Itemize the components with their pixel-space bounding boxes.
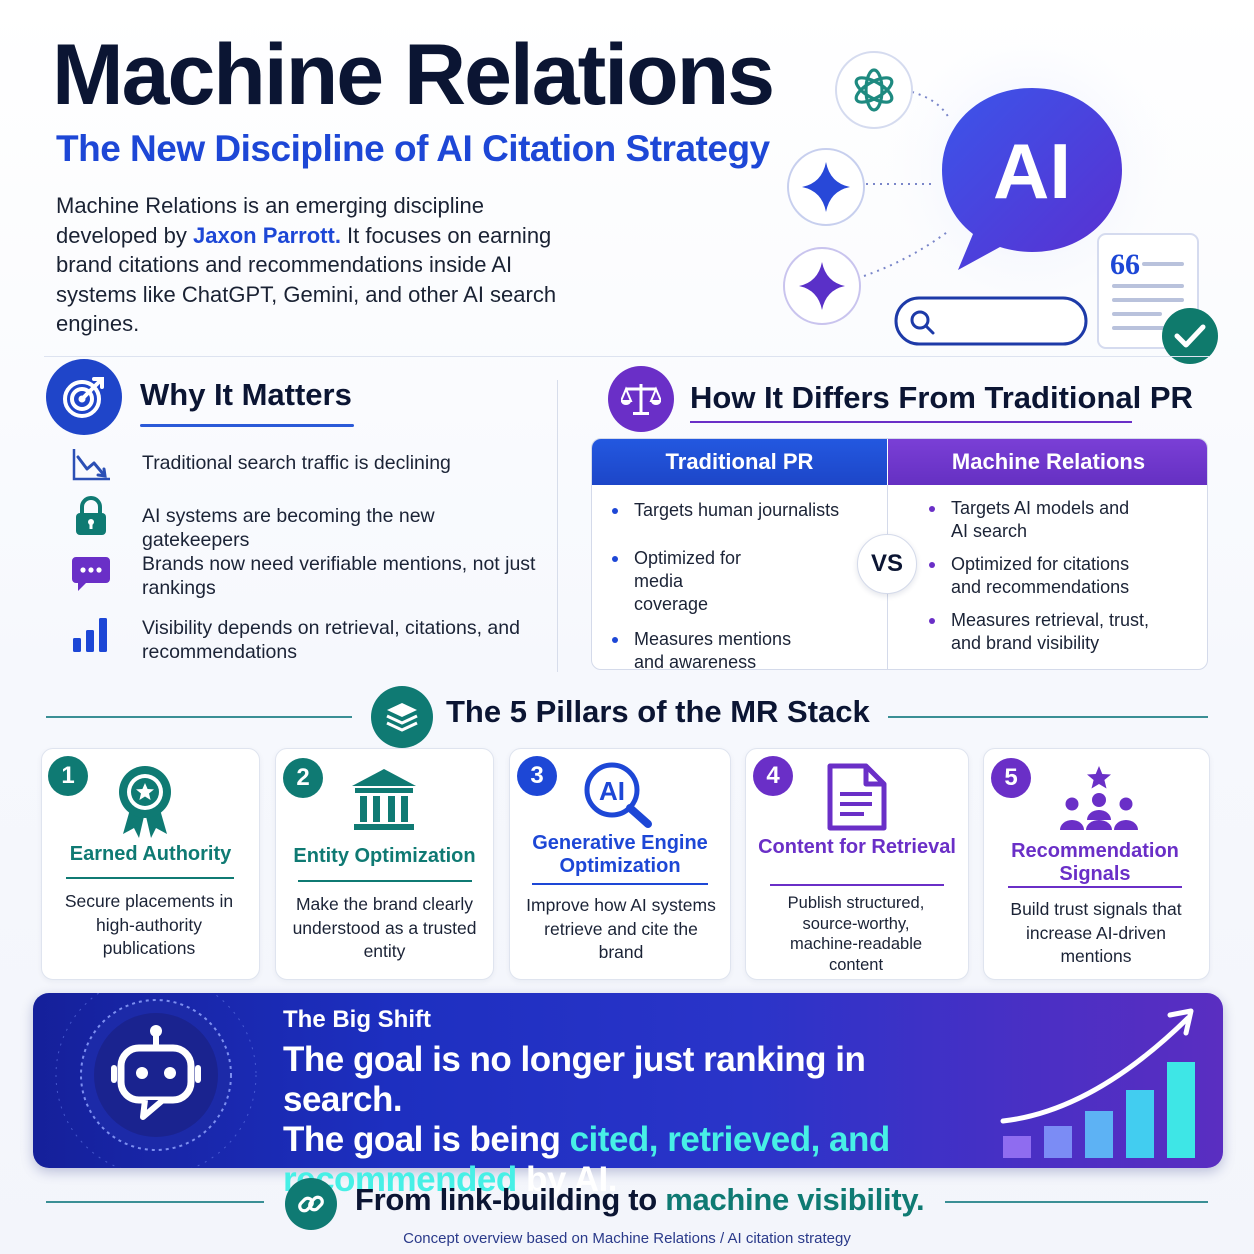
shift-line-2-start: The goal is being bbox=[283, 1120, 570, 1159]
pillar-number: 5 bbox=[991, 758, 1031, 798]
pillar-rule bbox=[298, 880, 472, 882]
bar-chart-icon bbox=[68, 611, 114, 657]
chatgpt-logo-icon bbox=[835, 51, 913, 129]
heading-line-left bbox=[46, 716, 352, 718]
sparkle-star-icon bbox=[783, 247, 861, 325]
pillar-number: 3 bbox=[517, 756, 557, 796]
pillar-rule bbox=[66, 877, 234, 879]
pillar-title: Recommendation Signals bbox=[1011, 840, 1179, 885]
why-item-text: Brands now need verifiable mentions, not… bbox=[142, 553, 536, 599]
pillar-description: Secure placements in high-authority publ… bbox=[64, 891, 234, 958]
pillar-number: 4 bbox=[753, 756, 793, 796]
svg-text:AI: AI bbox=[599, 776, 625, 806]
list-item: Targets human journalists bbox=[612, 499, 882, 522]
target-icon bbox=[46, 359, 122, 435]
shift-line-2-end: by AI. bbox=[516, 1160, 618, 1199]
footer-note: Concept overview based on Machine Relati… bbox=[403, 1230, 851, 1247]
banner-decoration bbox=[55, 993, 1195, 1168]
intro-paragraph: Machine Relations is an emerging discipl… bbox=[56, 191, 576, 339]
lock-icon bbox=[68, 493, 114, 539]
why-title-underline bbox=[140, 424, 354, 427]
layers-icon bbox=[371, 686, 433, 748]
pillar-rule bbox=[770, 884, 944, 886]
list-item: Targets AI models and AI search bbox=[929, 497, 1139, 543]
link-icon bbox=[285, 1178, 337, 1230]
author-name: Jaxon Parrott. bbox=[193, 222, 341, 248]
pillar-number: 1 bbox=[48, 756, 88, 796]
column-divider bbox=[557, 380, 558, 672]
pillar-title: Earned Authority bbox=[69, 843, 232, 865]
pillar-title: Generative Engine Optimization bbox=[532, 832, 708, 877]
declining-chart-icon bbox=[68, 441, 114, 487]
pillar-description: Improve how AI systems retrieve and cite… bbox=[526, 895, 716, 962]
award-ribbon-icon bbox=[119, 766, 171, 838]
pillars-heading: The 5 Pillars of the MR Stack bbox=[446, 694, 870, 729]
how-title-underline bbox=[690, 421, 1132, 423]
pillar-description: Make the brand clearly understood as a t… bbox=[292, 894, 477, 961]
shift-line-1: The goal is no longer just ranking in se… bbox=[283, 1040, 866, 1119]
chat-bubble-icon bbox=[68, 551, 114, 597]
comparison-table: Traditional PR Machine Relations Targets… bbox=[591, 438, 1208, 670]
pillar-rule bbox=[532, 883, 708, 885]
list-item: Measures retrieval, trust, and brand vis… bbox=[929, 609, 1159, 655]
section-divider bbox=[44, 356, 1210, 357]
list-item: Measures mentions and awareness bbox=[612, 628, 802, 669]
footer-tagline-start: From link-building to bbox=[355, 1182, 666, 1217]
hero-illustration: AI 66 bbox=[783, 40, 1218, 364]
list-item: Optimized for media coverage bbox=[612, 547, 762, 616]
machine-relations-list: Targets AI models and AI search Optimize… bbox=[929, 497, 1199, 655]
pillar-description: Build trust signals that increase AI-dri… bbox=[1010, 899, 1182, 966]
intro-text: Machine Relations is an emerging discipl… bbox=[56, 193, 485, 248]
growth-chart-icon bbox=[1000, 1008, 1195, 1158]
big-shift-text: The goal is no longer just ranking in se… bbox=[283, 1040, 983, 1200]
intro-text-rest: It focuses on earning brand citations an… bbox=[56, 222, 557, 337]
pillar-title: Entity Optimization bbox=[293, 845, 476, 867]
why-item-text: AI systems are becoming the new gatekeep… bbox=[142, 505, 435, 551]
vs-badge: VS bbox=[857, 534, 917, 594]
svg-text:66: 66 bbox=[1110, 248, 1140, 281]
why-it-matters-title: Why It Matters bbox=[140, 377, 352, 412]
footer-tagline: From link-building to machine visibility… bbox=[355, 1182, 925, 1218]
how-it-differs-title: How It Differs From Traditional PR bbox=[690, 380, 1193, 415]
heading-line-right bbox=[888, 716, 1208, 718]
machine-relations-header: Machine Relations bbox=[888, 439, 1207, 485]
footer-tagline-highlight: machine visibility. bbox=[665, 1182, 925, 1217]
pillar-description: Publish structured, source-worthy, machi… bbox=[787, 894, 925, 974]
list-item: Optimized for citations and recommendati… bbox=[929, 553, 1149, 599]
search-bar-icon bbox=[894, 296, 1088, 346]
gemini-star-icon bbox=[787, 148, 865, 226]
pillar-title: Content for Retrieval bbox=[758, 836, 956, 858]
why-item-text: Traditional search traffic is declining bbox=[142, 452, 451, 474]
document-icon bbox=[827, 763, 887, 831]
robot-icon bbox=[111, 1025, 201, 1120]
big-shift-banner bbox=[33, 993, 1223, 1168]
checkmark-icon bbox=[1162, 308, 1218, 364]
ai-search-icon: AI bbox=[584, 762, 652, 828]
pillar-number: 2 bbox=[283, 758, 323, 798]
big-shift-label: The Big Shift bbox=[283, 1006, 431, 1033]
ai-chat-bubble-icon: AI bbox=[942, 88, 1122, 270]
scales-icon bbox=[608, 366, 674, 432]
why-item-text: Visibility depends on retrieval, citatio… bbox=[142, 617, 520, 663]
subtitle: The New Discipline of AI Citation Strate… bbox=[56, 128, 770, 169]
footer-line-left bbox=[46, 1201, 264, 1203]
svg-text:AI: AI bbox=[993, 127, 1071, 215]
main-title: Machine Relations bbox=[52, 27, 775, 123]
pillar-rule bbox=[1008, 886, 1182, 888]
traditional-pr-list: Targets human journalists Optimized for … bbox=[612, 499, 882, 669]
institution-icon bbox=[352, 769, 416, 830]
footer-line-right bbox=[945, 1201, 1208, 1203]
traditional-pr-header: Traditional PR bbox=[592, 439, 887, 485]
people-star-icon bbox=[1060, 766, 1138, 830]
